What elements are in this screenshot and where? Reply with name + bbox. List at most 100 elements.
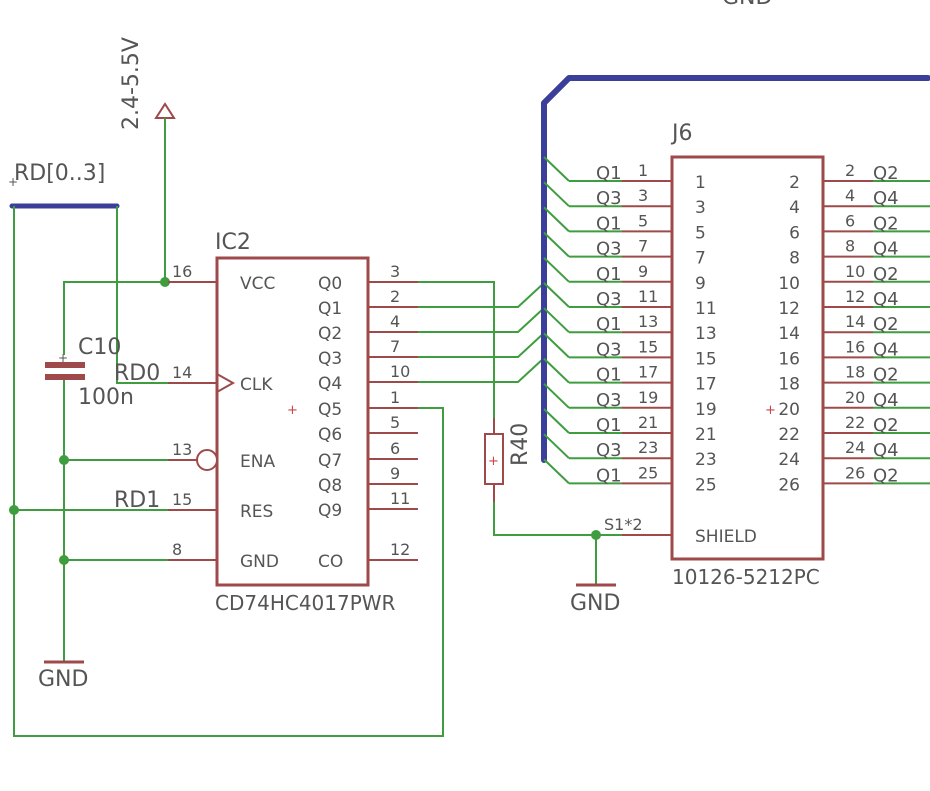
j6-pin-inner-number: 13: [695, 324, 717, 344]
j6-pin-inner-number: 14: [778, 324, 800, 344]
junction-dot: [9, 505, 19, 515]
j6-net-label: Q4: [873, 390, 899, 411]
clock-triangle-icon: [216, 373, 236, 393]
j6-pin-inner-number: 9: [695, 274, 706, 294]
ic2-pin-number: 14: [172, 363, 192, 382]
wire-q4-bus: [418, 357, 545, 383]
net-label-rd0: RD0: [114, 361, 160, 386]
junction-dot: [591, 530, 601, 540]
j6-net-label: Q4: [873, 339, 899, 360]
wire-vcc-to-cap: [63, 281, 165, 355]
j6-pin-inner-number: 18: [778, 375, 800, 395]
j6-pin-inner-number: 20: [778, 400, 800, 420]
junction-dot: [59, 555, 69, 565]
ic2-pin-number: 3: [390, 262, 400, 281]
ic2-pin-label: Q4: [318, 374, 342, 394]
j6-net-label: Q2: [873, 213, 899, 234]
j6-pin-number: 24: [845, 438, 865, 457]
ic2-pin-label: Q1: [318, 299, 342, 319]
resistor-name: R40: [508, 423, 533, 466]
ic2-pin-number: 1: [390, 388, 400, 407]
j6-net-label: Q3: [596, 239, 622, 260]
j6-net-label: Q3: [596, 390, 622, 411]
j6-pin-inner-number: 15: [695, 349, 717, 369]
resistor-origin-mark: +: [488, 454, 499, 469]
j6-pin-number: 26: [845, 463, 865, 482]
ic2-pin-number: 7: [390, 337, 400, 356]
ic2-pin-label: Q3: [318, 349, 342, 369]
j6-pin-number: 16: [845, 337, 865, 356]
j6-pin-number: 4: [845, 186, 855, 205]
gnd-label-left: GND: [38, 667, 88, 692]
j6-net-label: Q1: [596, 163, 622, 184]
j6-pin-inner-number: 24: [778, 450, 800, 470]
j6-net-label: Q2: [873, 365, 899, 386]
j6-pin-number: 17: [638, 363, 658, 382]
j6-bus-tap: [543, 332, 570, 359]
j6-bus-tap: [543, 231, 570, 258]
j6-pin-number: 6: [845, 211, 855, 230]
ic2-pin-number: 2: [390, 287, 400, 306]
j6-pin-inner-number: 2: [789, 173, 800, 193]
j6-pin-number: 14: [845, 312, 865, 331]
j6-pin-number: 1: [638, 161, 648, 180]
j6-pin-inner-number: 4: [789, 198, 800, 218]
gnd-label-mid: GND: [570, 591, 620, 616]
j6-net-label: Q1: [596, 264, 622, 285]
j6-pin-inner-number: 3: [695, 198, 706, 218]
bus-rd: RD[0..3] +: [8, 161, 120, 209]
j6-net-label: Q3: [596, 339, 622, 360]
ic2-pin-number: 6: [390, 439, 400, 458]
ic2-pin-label: RES: [240, 502, 273, 522]
j6-pin-number: 18: [845, 363, 865, 382]
j6-bus-tap: [543, 181, 570, 207]
j6-shield-net: S1*2: [604, 515, 643, 534]
gnd-symbol-left: GND: [38, 660, 88, 692]
ic2-pin-number: 10: [390, 362, 410, 381]
j6-pin-inner-number: 7: [695, 249, 706, 269]
j6-pin-inner-number: 5: [695, 223, 706, 243]
j6-bus-tap: [543, 282, 570, 308]
j6-bus-tap: [543, 257, 570, 283]
power-label: 2.4-5.5V: [119, 37, 144, 130]
j6-net-label: Q4: [873, 440, 899, 461]
j6-pin-number: 9: [638, 262, 648, 281]
wire-q1-bus: [418, 282, 545, 308]
j6-pin-inner-number: 10: [778, 274, 800, 294]
capacitor-name: C10: [78, 335, 121, 360]
wire-q0-r40: [418, 281, 495, 418]
j6-bus-tap: [543, 206, 570, 233]
ic2-pin-label: Q9: [318, 501, 342, 521]
j6-part: 10126-5212PC: [672, 565, 820, 589]
ic2-pin-label: Q6: [318, 425, 342, 445]
bus-rd-origin-mark: +: [8, 175, 18, 189]
j6-pin-number: 25: [638, 463, 658, 482]
j6-net-label: Q1: [596, 365, 622, 386]
ic2-pin-label: Q0: [318, 274, 342, 294]
inversion-bubble-icon: [196, 449, 218, 471]
j6-net-label: Q1: [596, 213, 622, 234]
ic2-origin-mark: +: [287, 403, 298, 418]
j6-name: J6: [670, 121, 693, 146]
wire-q2-bus: [418, 307, 545, 333]
j6-pin-inner-number: 12: [778, 299, 800, 319]
j6-bus-tap: [543, 156, 570, 182]
ic2-pin-label: CLK: [240, 375, 273, 395]
j6-bus-tap: [543, 307, 570, 333]
j6-pin-inner-number: 25: [695, 475, 717, 495]
j6-pin-inner-number: 19: [695, 400, 717, 420]
ic2-pin-number: 5: [390, 413, 400, 432]
capacitor-origin-mark: +: [58, 351, 68, 365]
j6-net-label: Q1: [596, 465, 622, 486]
power-symbol: 2.4-5.5V: [119, 37, 176, 282]
j6-net-label: Q2: [873, 314, 899, 335]
gnd-symbol-mid: GND: [570, 583, 620, 616]
j6-net-label: Q3: [596, 188, 622, 209]
j6-net-label: Q1: [596, 415, 622, 436]
bus-main: [541, 75, 930, 463]
j6-pin-inner-number: 16: [778, 349, 800, 369]
j6-pin-number: 21: [638, 413, 658, 432]
wire-rd1-loop: [13, 206, 444, 737]
j6-pin-inner-number: 6: [789, 223, 800, 243]
j6-bus-tap: [543, 357, 570, 384]
